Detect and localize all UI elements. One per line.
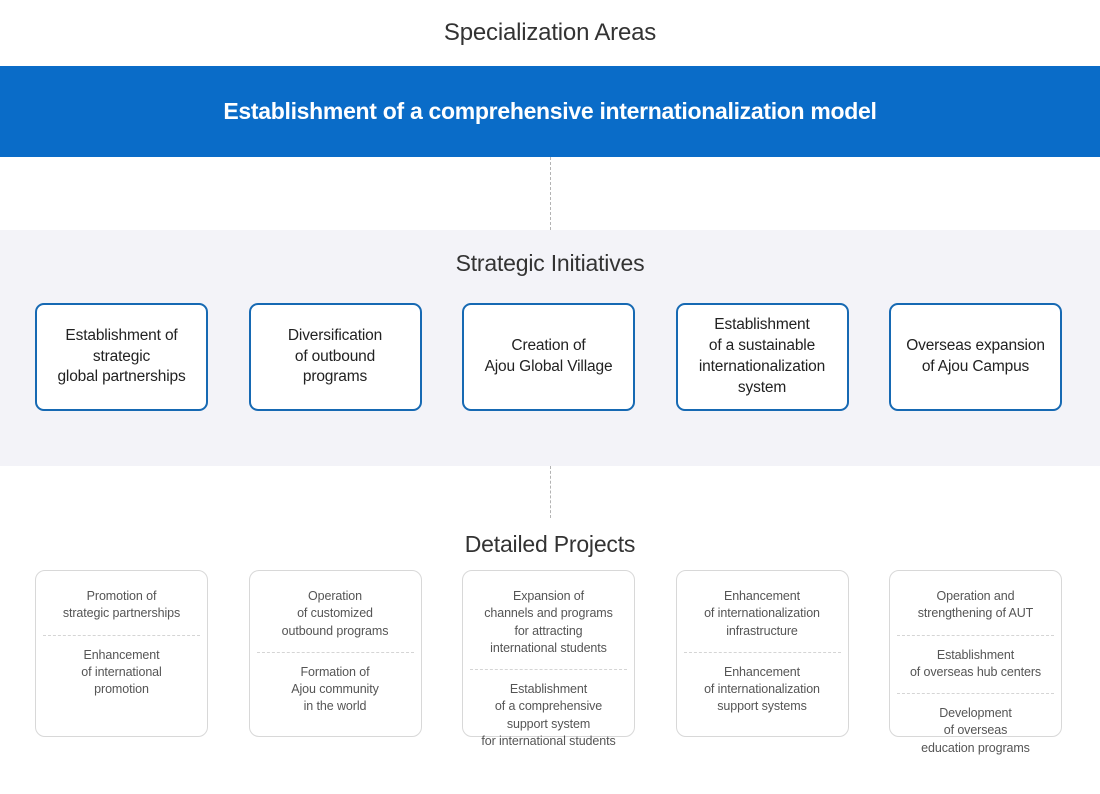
connector-line-top — [550, 157, 551, 230]
detail-box-1[interactable]: Promotion of strategic partnerships Enha… — [35, 570, 208, 737]
detail-item: Enhancement of international promotion — [43, 634, 200, 711]
detail-item: Expansion of channels and programs for a… — [484, 589, 613, 655]
detail-item: Operation of customized outbound program… — [281, 589, 389, 638]
initiative-box-1-label: Establishment of strategic global partne… — [57, 326, 186, 386]
specialization-banner: Establishment of a comprehensive interna… — [0, 66, 1100, 157]
initiative-box-1[interactable]: Establishment of strategic global partne… — [35, 303, 208, 411]
specialization-banner-label: Establishment of a comprehensive interna… — [223, 98, 877, 124]
connector-line-bottom — [550, 466, 551, 518]
detailed-projects-heading: Detailed Projects — [464, 531, 636, 557]
detail-box-2[interactable]: Operation of customized outbound program… — [248, 570, 422, 737]
detail-item: Operation and strengthening of AUT — [917, 589, 1034, 621]
initiative-box-2[interactable]: Diversification of outbound programs — [248, 303, 422, 411]
detail-box-5[interactable]: Operation and strengthening of AUT Estab… — [889, 570, 1062, 755]
detail-item: Enhancement of internationalization supp… — [683, 651, 841, 728]
specialization-areas-heading: Specialization Areas — [443, 19, 657, 46]
initiative-box-3[interactable]: Creation of Ajou Global Village — [462, 303, 635, 411]
detail-box-4[interactable]: Enhancement of internationalization infr… — [675, 570, 849, 737]
detail-box-3[interactable]: Expansion of channels and programs for a… — [462, 570, 635, 748]
initiative-box-2-label: Diversification of outbound programs — [287, 326, 383, 386]
initiative-box-4[interactable]: Establishment of a sustainable internati… — [675, 303, 849, 411]
initiative-box-5-label: Overseas expansion of Ajou Campus — [906, 337, 1045, 375]
detail-item: Formation of Ajou community in the world — [256, 651, 414, 728]
initiative-box-4-label: Establishment of a sustainable internati… — [698, 316, 826, 396]
detailed-projects-row: Promotion of strategic partnerships Enha… — [35, 570, 1062, 755]
initiative-box-5[interactable]: Overseas expansion of Ajou Campus — [889, 303, 1062, 411]
detail-item: Establishment of a comprehensive support… — [470, 669, 627, 762]
strategic-initiatives-heading: Strategic Initiatives — [455, 250, 645, 276]
detail-item: Promotion of strategic partnerships — [62, 589, 181, 621]
initiative-box-3-label: Creation of Ajou Global Village — [484, 337, 613, 375]
detail-item: Development of overseas education progra… — [897, 693, 1054, 769]
strategic-initiatives-row: Establishment of strategic global partne… — [35, 303, 1062, 411]
detail-item: Enhancement of internationalization infr… — [704, 589, 820, 638]
detail-item: Establishment of overseas hub centers — [897, 634, 1054, 694]
